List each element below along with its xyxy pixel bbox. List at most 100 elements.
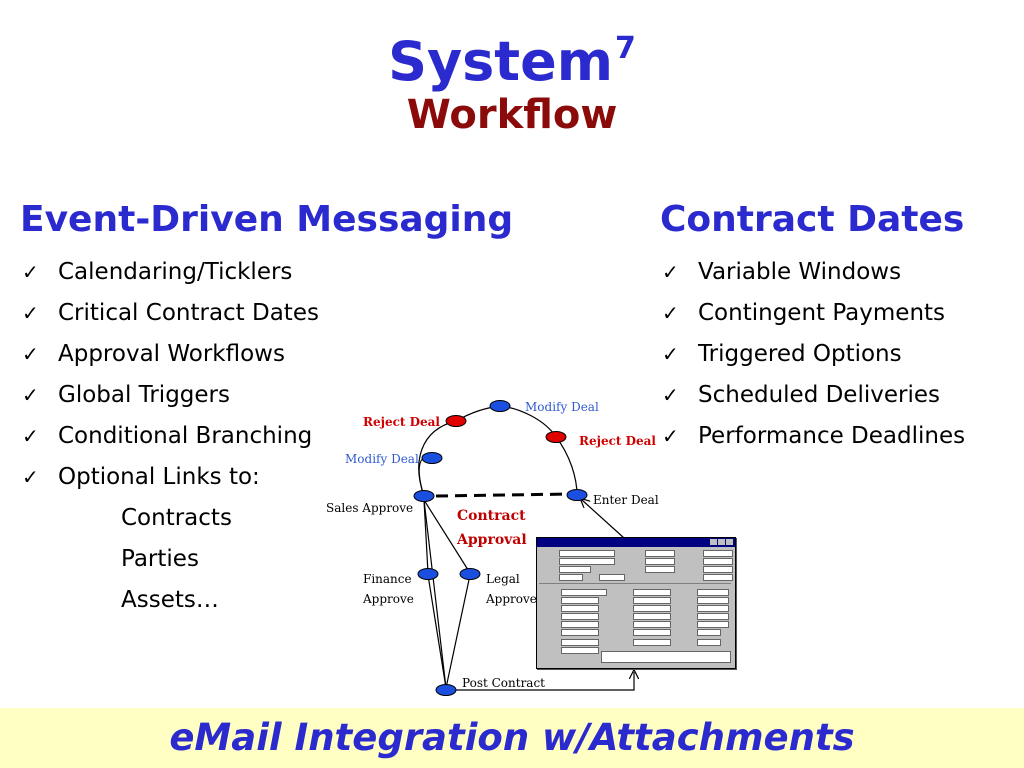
left-heading: Event-Driven Messaging xyxy=(20,199,514,240)
form-field xyxy=(633,613,671,620)
footer-text: eMail Integration w/Attachments xyxy=(169,716,855,759)
contract-approval-dashed-line xyxy=(435,492,573,498)
left-bullet-item: ✓Optional Links to: xyxy=(20,457,319,498)
form-field xyxy=(697,639,721,646)
checkmark-icon: ✓ xyxy=(22,383,39,407)
sales-to-legal-line xyxy=(423,499,471,574)
reject-deal-right-label: Reject Deal xyxy=(579,434,656,448)
left-bullet-item: ✓Critical Contract Dates xyxy=(20,293,319,334)
form-field xyxy=(703,566,733,573)
slide-subtitle: Workflow xyxy=(406,92,618,138)
left-bullet-item: ✓Conditional Branching xyxy=(20,416,319,457)
sales-to-post-line xyxy=(423,499,447,689)
reject-deal-left-label: Reject Deal xyxy=(363,415,440,429)
modify-deal-top-label: Modify Deal xyxy=(525,400,599,414)
right-bullet-item: ✓Contingent Payments xyxy=(660,293,965,334)
checkmark-icon: ✓ xyxy=(22,260,39,284)
form-field xyxy=(703,558,733,565)
right-bullet-list: ✓Variable Windows ✓Contingent Payments ✓… xyxy=(660,252,965,457)
form-field xyxy=(633,629,671,636)
sales-to-finance-line xyxy=(423,499,429,574)
form-field xyxy=(561,605,599,612)
form-field xyxy=(561,621,599,628)
window-controls xyxy=(709,539,733,549)
form-field xyxy=(633,597,671,604)
checkmark-icon: ✓ xyxy=(662,424,679,448)
footer-banner: eMail Integration w/Attachments xyxy=(0,708,1024,768)
workflow-diagram xyxy=(413,400,1024,696)
link-item-parties: Parties xyxy=(121,546,199,572)
form-field xyxy=(645,550,675,557)
reject-deal-right-node xyxy=(545,431,567,443)
modify-deal-top-node xyxy=(489,400,511,412)
post-contract-label: Post Contract xyxy=(462,676,545,690)
form-field xyxy=(697,621,729,628)
form-field xyxy=(561,597,599,604)
legal-to-post-line xyxy=(445,574,471,689)
checkmark-icon: ✓ xyxy=(22,342,39,366)
checkmark-icon: ✓ xyxy=(662,260,679,284)
form-field xyxy=(633,605,671,612)
form-field xyxy=(633,589,671,596)
left-bullet-item: ✓Approval Workflows xyxy=(20,334,319,375)
form-field xyxy=(599,574,625,581)
comment-field xyxy=(601,651,731,663)
enter-deal-node xyxy=(566,489,588,501)
left-bullet-item: ✓Global Triggers xyxy=(20,375,319,416)
finance-to-post-line xyxy=(427,574,447,689)
tab-divider xyxy=(539,583,731,584)
slide-title: System7 xyxy=(0,18,1024,93)
link-item-assets: Assets… xyxy=(121,587,219,613)
form-field xyxy=(697,589,729,596)
contract-window-thumbnail xyxy=(536,537,736,669)
form-field xyxy=(633,639,671,646)
right-bullet-item: ✓Performance Deadlines xyxy=(660,416,965,457)
form-field xyxy=(645,566,675,573)
post-to-screenshot-arrow xyxy=(456,672,634,691)
form-field xyxy=(703,574,733,581)
left-bullet-list: ✓Calendaring/Ticklers ✓Critical Contract… xyxy=(20,252,319,498)
form-field xyxy=(561,589,607,596)
sales-approve-label: Sales Approve xyxy=(326,501,414,515)
form-field xyxy=(559,558,615,565)
workflow-loop-path xyxy=(418,405,578,497)
checkmark-icon: ✓ xyxy=(662,342,679,366)
form-field xyxy=(703,550,733,557)
form-field xyxy=(561,647,599,654)
enter-deal-label: Enter Deal xyxy=(593,493,659,507)
form-field xyxy=(645,558,675,565)
window-body xyxy=(537,547,735,666)
title-main: System xyxy=(388,30,614,93)
modify-deal-left-node xyxy=(421,452,443,464)
checkmark-icon: ✓ xyxy=(22,465,39,489)
form-field xyxy=(559,566,591,573)
right-bullet-item: ✓Scheduled Deliveries xyxy=(660,375,965,416)
right-bullet-item: ✓Triggered Options xyxy=(660,334,965,375)
screenshot-to-enter-deal-arrow xyxy=(582,500,625,539)
form-field xyxy=(697,605,729,612)
checkmark-icon: ✓ xyxy=(22,424,39,448)
link-item-contracts: Contracts xyxy=(121,505,232,531)
form-field xyxy=(559,574,583,581)
post-contract-node xyxy=(435,684,457,696)
form-field xyxy=(697,629,721,636)
checkmark-icon: ✓ xyxy=(662,301,679,325)
left-bullet-item: ✓Calendaring/Ticklers xyxy=(20,252,319,293)
checkmark-icon: ✓ xyxy=(22,301,39,325)
title-superscript: 7 xyxy=(615,31,636,66)
sales-approve-node xyxy=(413,490,435,502)
modify-deal-left-label: Modify Deal xyxy=(345,452,419,466)
form-field xyxy=(559,550,615,557)
form-field xyxy=(633,621,671,628)
finance-approve-node xyxy=(417,568,439,580)
legal-approve-node xyxy=(459,568,481,580)
checkmark-icon: ✓ xyxy=(662,383,679,407)
form-field xyxy=(561,613,599,620)
form-field xyxy=(561,629,599,636)
form-field xyxy=(561,639,599,646)
right-bullet-item: ✓Variable Windows xyxy=(660,252,965,293)
window-titlebar xyxy=(537,538,735,547)
